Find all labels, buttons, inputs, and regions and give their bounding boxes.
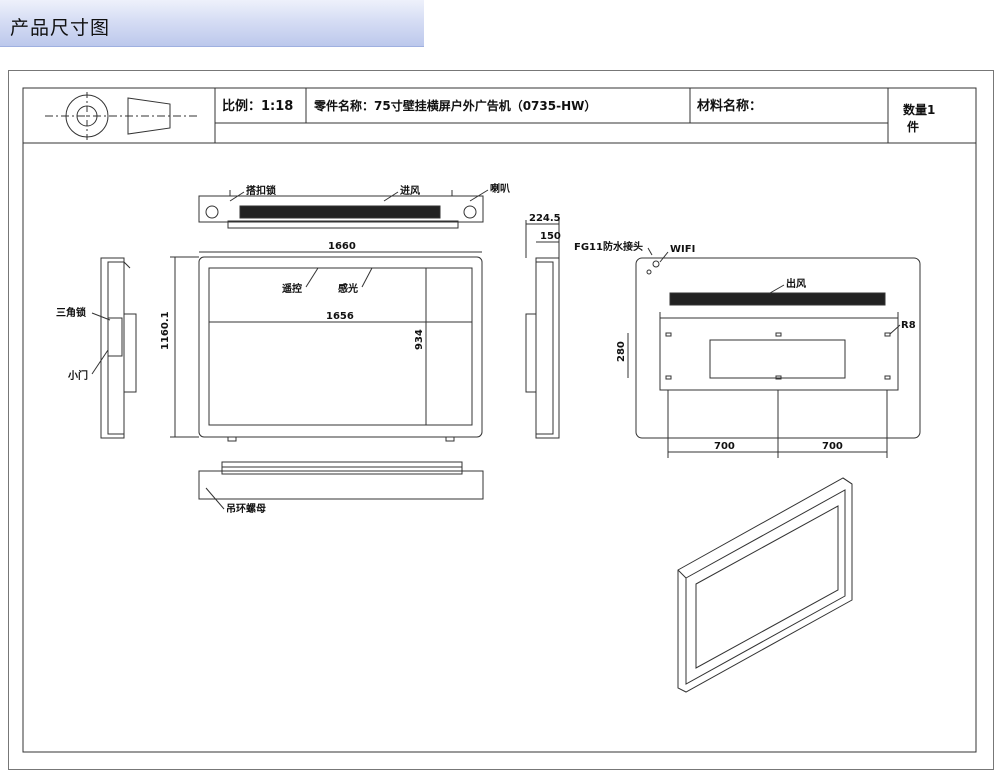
depth-total-dim: 224.5 <box>529 213 561 224</box>
mount-left-dim: 700 <box>714 441 735 452</box>
small-door-label: 小门 <box>67 369 88 382</box>
lock-label: 搭扣锁 <box>246 184 276 197</box>
screen-height-dim: 934 <box>414 329 425 350</box>
width-total-dim: 1660 <box>328 241 356 252</box>
header-bar: 产品尺寸图 <box>0 0 424 47</box>
material-label: 材料名称： <box>697 98 762 114</box>
remote-label: 遥控 <box>282 282 302 295</box>
mount-right-dim: 700 <box>822 441 843 452</box>
wifi-label: WIFI <box>670 244 695 255</box>
quantity-unit: 件 <box>907 119 919 134</box>
height-total-dim: 1160.1 <box>160 311 171 350</box>
leader-lines <box>91 189 901 510</box>
drawing-border <box>22 87 977 753</box>
top-view <box>198 190 484 229</box>
side-view-left <box>100 257 137 439</box>
outlet-label: 出风 <box>786 277 806 290</box>
isometric-view <box>677 477 853 693</box>
triangle-lock-label: 三角锁 <box>56 306 86 319</box>
scale-label: 比例：1:18 <box>222 98 293 114</box>
side-view-right <box>525 220 560 439</box>
nut-label: 吊环螺母 <box>226 502 266 515</box>
page-title: 产品尺寸图 <box>10 17 111 39</box>
title-block <box>23 88 976 144</box>
back-view <box>627 257 921 458</box>
bottom-view <box>198 461 484 500</box>
light-sensor-label: 感光 <box>338 282 358 295</box>
hole-label: R8 <box>901 320 916 331</box>
projection-symbol <box>45 92 200 140</box>
quantity-label: 数量1 <box>903 102 935 117</box>
mount-height-dim: 280 <box>616 341 627 362</box>
speaker-label: 喇叭 <box>490 182 510 195</box>
inlet-label: 进风 <box>400 184 420 197</box>
depth-body-dim: 150 <box>540 231 561 242</box>
part-name-label: 零件名称：75寸壁挂横屏户外广告机（0735-HW） <box>313 98 596 113</box>
front-view <box>170 251 483 442</box>
waterproof-label: FG11防水接头 <box>574 240 643 253</box>
drawing-frame <box>8 70 994 770</box>
screen-width-dim: 1656 <box>326 311 354 322</box>
